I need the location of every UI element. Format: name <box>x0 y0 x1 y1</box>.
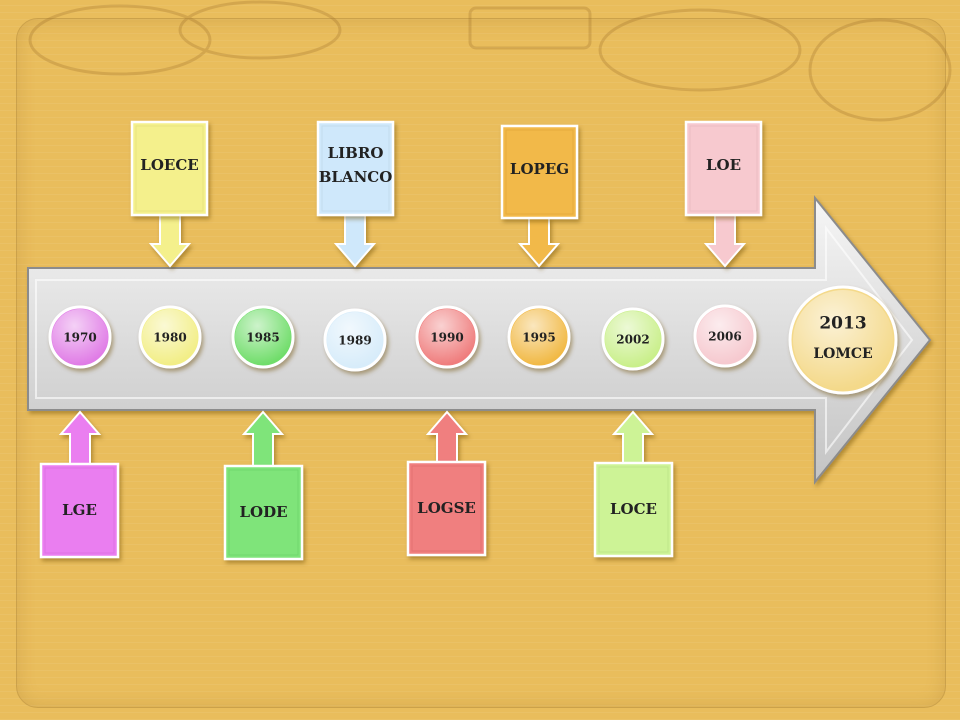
law-label: LOECE <box>140 156 198 174</box>
year-circle-shine <box>235 309 291 365</box>
year-node-1995: 1995 <box>507 305 571 369</box>
law-box-bevel <box>135 125 204 212</box>
law-box <box>406 460 487 557</box>
year-node-1970: 1970 <box>48 305 112 369</box>
year-label: 2006 <box>708 330 741 344</box>
law-loce: LOCE <box>593 410 674 558</box>
law-box <box>500 124 579 220</box>
final-circle-shine <box>793 290 893 390</box>
law-box <box>39 462 120 559</box>
law-box <box>223 464 304 561</box>
postage-stamps-decoration <box>28 0 952 122</box>
law-box <box>130 120 209 217</box>
law-label: BLANCO <box>319 168 393 186</box>
year-label: 2002 <box>616 333 649 347</box>
year-label: 1985 <box>246 331 279 345</box>
year-circle-shine <box>52 309 108 365</box>
year-node-1980: 1980 <box>138 305 202 369</box>
law-label: LOE <box>706 156 741 174</box>
law-lode: LODE <box>223 410 304 561</box>
year-node-1990: 1990 <box>415 305 479 369</box>
law-lopeg: LOPEG <box>500 124 579 268</box>
law-connector-arrow <box>517 217 561 268</box>
year-label: 1990 <box>430 331 463 345</box>
timeline-arrow <box>27 195 932 485</box>
year-node-1989: 1989 <box>323 308 387 372</box>
law-label: LOGSE <box>417 499 476 517</box>
final-year-label: 2013 <box>819 314 866 334</box>
law-box-bevel <box>411 465 482 552</box>
year-circle-shine <box>605 311 661 367</box>
law-box-bevel <box>598 466 669 553</box>
law-loece: LOECE <box>130 120 209 268</box>
year-circle-shine <box>142 309 198 365</box>
law-box-bevel <box>505 129 574 215</box>
year-circle-shine <box>327 312 383 368</box>
law-box-bevel <box>44 467 115 554</box>
law-connector-arrow <box>425 410 469 463</box>
timeline-arrow-inner <box>35 225 914 455</box>
law-label: LOPEG <box>510 160 569 178</box>
law-lge: LGE <box>39 410 120 559</box>
year-circle-shine <box>511 309 567 365</box>
law-box-bevel <box>321 125 390 212</box>
law-connector-arrow <box>58 410 102 465</box>
law-box <box>684 120 763 217</box>
law-loe: LOE <box>684 120 763 268</box>
law-logse: LOGSE <box>406 410 487 557</box>
law-box-bevel <box>689 125 758 212</box>
law-label: LOCE <box>610 500 657 518</box>
law-box-bevel <box>228 469 299 556</box>
law-label: LODE <box>239 503 287 521</box>
year-label: 1970 <box>63 331 96 345</box>
final-law-label: LOMCE <box>813 346 872 362</box>
law-connector-arrow <box>241 410 285 467</box>
year-node-2006: 2006 <box>693 304 757 368</box>
law-label: LGE <box>62 501 97 519</box>
law-connector-arrow <box>611 410 655 464</box>
law-libro-blanco: LIBRO BLANCO <box>316 120 395 268</box>
law-box <box>593 461 674 558</box>
law-label: LIBRO <box>328 144 384 162</box>
year-node-2002: 2002 <box>601 307 665 371</box>
law-connector-arrow <box>148 214 192 268</box>
year-label: 1980 <box>153 331 186 345</box>
law-connector-arrow <box>333 214 377 268</box>
year-circle-shine <box>697 308 753 364</box>
year-label: 1995 <box>522 331 555 345</box>
year-label: 1989 <box>338 334 371 348</box>
law-connector-arrow <box>703 214 747 268</box>
law-box <box>316 120 395 217</box>
year-circle-shine <box>419 309 475 365</box>
year-node-1985: 1985 <box>231 305 295 369</box>
slide-frame <box>16 18 946 708</box>
